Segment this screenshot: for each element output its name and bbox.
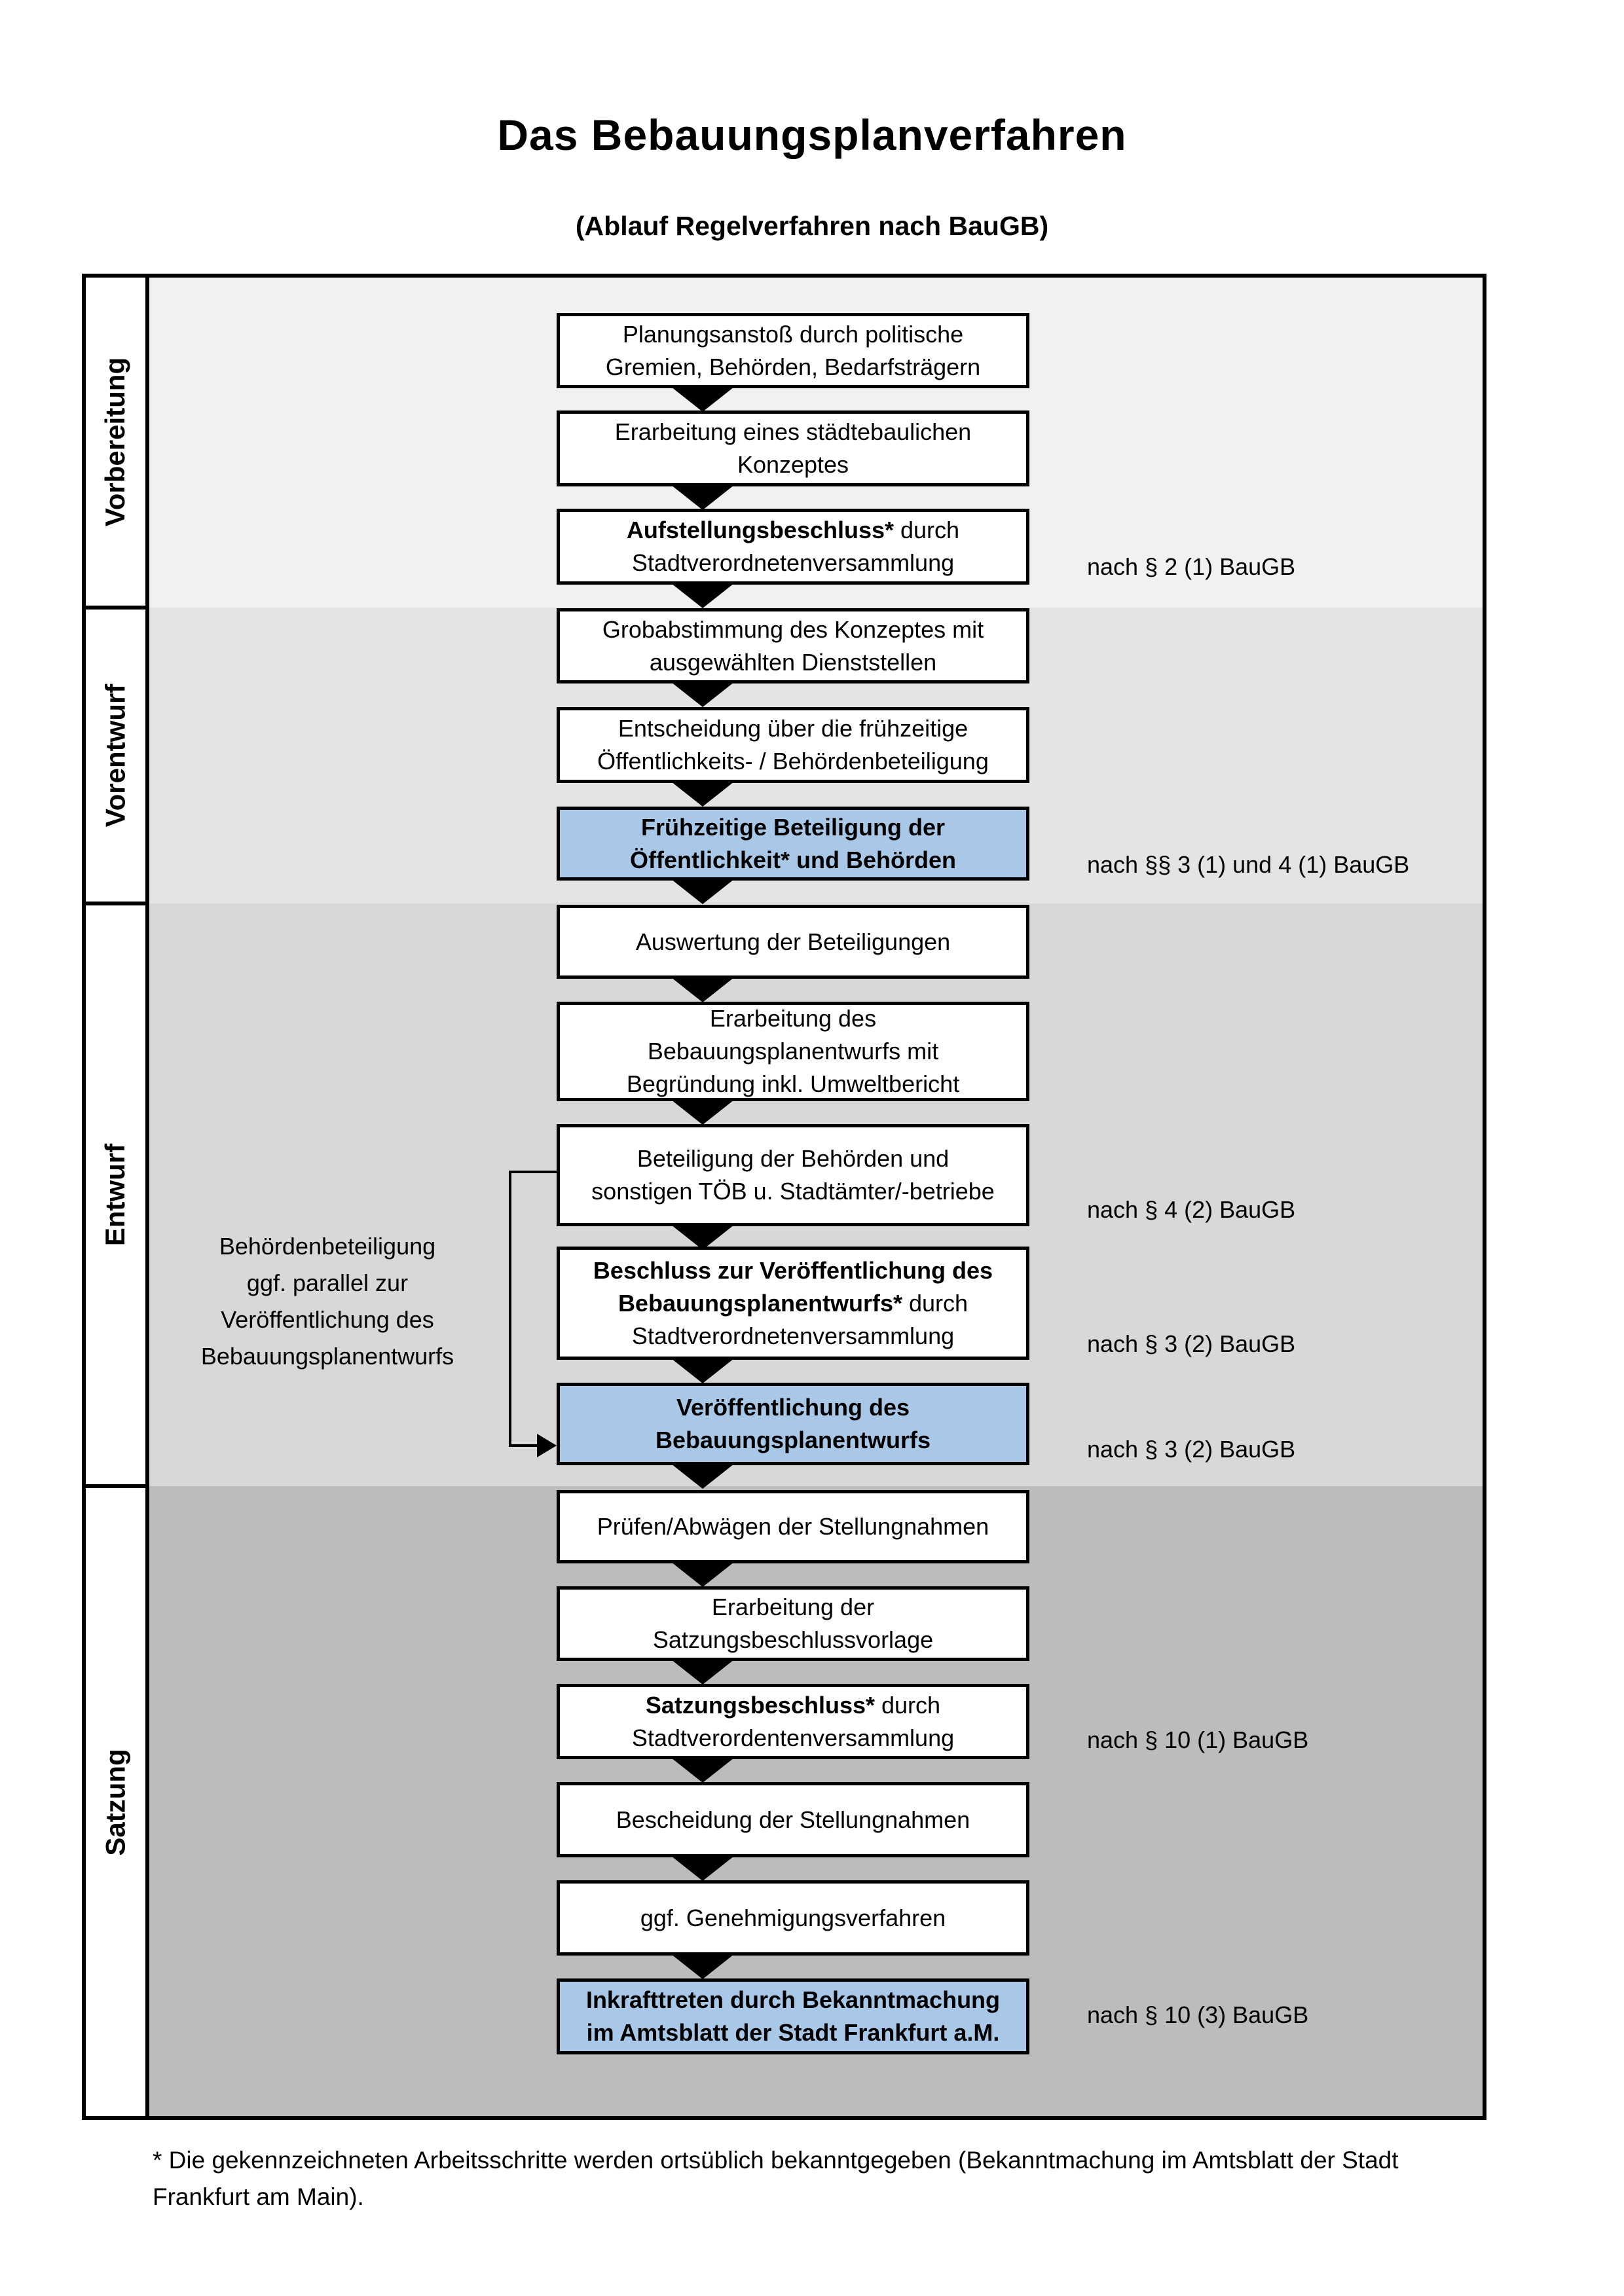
phase-label-vorentwurf: Vorentwurf [86, 610, 145, 902]
flow-arrow-icon [671, 387, 734, 412]
flow-arrow-icon [671, 1758, 734, 1783]
flow-arrow-icon [671, 1100, 734, 1125]
flow-arrow-icon [671, 782, 734, 807]
flow-box-genehmigungsverfahren: ggf. Genehmigungsverfahren [557, 1880, 1029, 1956]
flow-arrow-icon [671, 1562, 734, 1587]
phase-label-text: Satzung [100, 1748, 131, 1856]
flow-arrow-icon [671, 485, 734, 510]
legal-reference: nach § 10 (3) BauGB [1087, 2001, 1309, 2028]
label-column-divider [145, 278, 149, 2116]
bracket-line [509, 1444, 542, 1447]
phase-separator [86, 902, 145, 905]
side-note: Behördenbeteiligung ggf. parallel zur Ve… [200, 1233, 454, 1370]
flow-arrow-icon [671, 1464, 734, 1489]
bracket-line [509, 1171, 511, 1447]
footnote: * Die gekennzeichneten Arbeitsschritte w… [153, 2147, 1399, 2210]
phase-label-vorbereitung: Vorbereitung [86, 278, 145, 606]
phase-label-text: Vorbereitung [100, 357, 131, 526]
phase-label-text: Vorentwurf [100, 683, 131, 828]
legal-reference: nach § 2 (1) BauGB [1087, 553, 1296, 580]
flow-arrow-icon [671, 977, 734, 1002]
flow-arrow-icon [671, 682, 734, 707]
legal-reference: nach §§ 3 (1) und 4 (1) BauGB [1087, 851, 1410, 878]
bracket-line [509, 1171, 557, 1173]
flow-box-auswertung-beteiligungen: Auswertung der Beteiligungen [557, 905, 1029, 979]
legal-reference: nach § 4 (2) BauGB [1087, 1196, 1296, 1223]
page-subtitle: (Ablauf Regelverfahren nach BauGB) [575, 211, 1049, 241]
flow-box-pruefen-abwaegen: Prüfen/Abwägen der Stellungnahmen [557, 1490, 1029, 1563]
phase-label-text: Entwurf [100, 1143, 131, 1247]
flow-arrow-icon [671, 879, 734, 904]
page-title: Das Bebauungsplanverfahren [497, 111, 1127, 159]
phase-label-entwurf: Entwurf [86, 905, 145, 1484]
legal-reference: nach § 3 (2) BauGB [1087, 1436, 1296, 1463]
flow-arrow-icon [671, 1225, 734, 1250]
flow-arrow-icon [671, 583, 734, 608]
flow-arrow-icon [671, 1358, 734, 1383]
phase-label-satzung: Satzung [86, 1488, 145, 2116]
phase-separator [86, 606, 145, 610]
flow-arrow-icon [671, 1660, 734, 1685]
flow-box-bescheidung-stellungnahmen: Bescheidung der Stellungnahmen [557, 1782, 1029, 1857]
phase-separator [86, 1484, 145, 1488]
legal-reference: nach § 3 (2) BauGB [1087, 1330, 1296, 1357]
legal-reference: nach § 10 (1) BauGB [1087, 1726, 1309, 1753]
bracket-arrow-icon [537, 1434, 557, 1457]
flow-arrow-icon [671, 1856, 734, 1881]
flow-arrow-icon [671, 1954, 734, 1979]
